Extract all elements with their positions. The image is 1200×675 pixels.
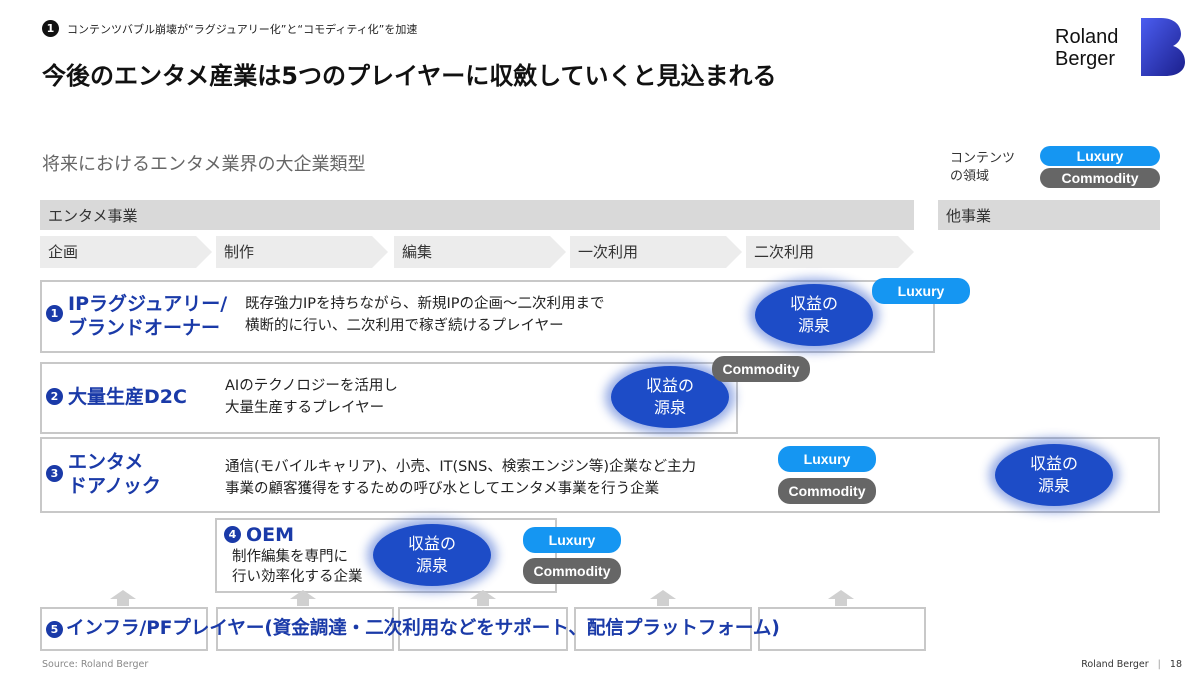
player-4-commodity-tag: Commodity [523,558,621,584]
player-3-revenue-source: 収益の源泉 [995,444,1113,506]
player-4-luxury-tag: Luxury [523,527,621,553]
player-5-number: 5 [46,621,63,638]
player-3-box [40,437,1160,513]
logo-b-mark-icon [1141,18,1185,76]
legend-commodity-pill: Commodity [1040,168,1160,188]
breadcrumb: コンテンツバブル崩壊が“ラグジュアリー化”と“コモディティ化”を加速 [67,22,418,36]
legend-label: コンテンツ の領域 [950,151,1016,184]
source-note: Source: Roland Berger [42,659,149,670]
infra-segment [758,607,926,651]
stage-editing: 編集 [394,236,566,268]
player-4-name: OEM [246,524,295,546]
page-number: 18 [1169,659,1182,670]
player-4-revenue-source: 収益の源泉 [373,524,491,586]
player-2-commodity-tag: Commodity [712,356,810,382]
up-arrow-icon [828,590,854,606]
up-arrow-icon [110,590,136,606]
section-header: 1 コンテンツバブル崩壊が“ラグジュアリー化”と“コモディティ化”を加速 [42,20,417,37]
player-1-number: 1 [46,305,63,322]
stage-planning: 企画 [40,236,212,268]
legend-luxury-pill: Luxury [1040,146,1160,166]
player-3-number: 3 [46,465,63,482]
section-number-badge: 1 [42,20,59,37]
infra-segment [398,607,568,651]
player-2-revenue-source: 収益の源泉 [611,366,729,428]
player-1-luxury-tag: Luxury [872,278,970,304]
entertainment-business-bar: エンタメ事業 [40,200,914,230]
player-4-description: 制作編集を専門に 行い効率化する企業 [232,549,363,585]
up-arrow-icon [290,590,316,606]
stage-primary-use: 一次利用 [570,236,742,268]
stage-secondary-use: 二次利用 [746,236,914,268]
footer-brand: Roland Berger | 18 [1081,659,1182,670]
page-title: 今後のエンタメ産業は5つのプレイヤーに収斂していくと見込まれる [42,62,777,90]
diagram-subtitle: 将来におけるエンタメ業界の大企業類型 [42,154,366,175]
infra-segment [574,607,752,651]
up-arrow-icon [470,590,496,606]
player-4-number: 4 [224,526,241,543]
player-3-luxury-tag: Luxury [778,446,876,472]
player-3-name: エンタメ ドアノック [68,451,161,497]
logo-text: Roland Berger [1055,26,1119,70]
player-2-description: AIのテクノロジーを活用し 大量生産するプレイヤー [225,378,398,416]
infra-segment [40,607,208,651]
player-3-commodity-tag: Commodity [778,478,876,504]
player-1-name: IPラグジュアリー/ ブランドオーナー [68,293,228,339]
player-2-name: 大量生産D2C [68,386,187,408]
infra-segment [216,607,394,651]
other-business-bar: 他事業 [938,200,1160,230]
player-2-number: 2 [46,388,63,405]
player-5-name: インフラ/PFプレイヤー(資金調達・二次利用などをサポート、配信プラットフォーム… [66,618,780,639]
player-3-description: 通信(モバイルキャリア)、小売、IT(SNS、検索エンジン等)企業など主力 事業… [225,459,697,497]
roland-berger-logo: Roland Berger [1055,18,1190,82]
player-1-description: 既存強力IPを持ちながら、新規IPの企画～二次利用まで 横断的に行い、二次利用で… [245,296,605,334]
up-arrow-icon [650,590,676,606]
player-1-revenue-source: 収益の源泉 [755,284,873,346]
stage-production: 制作 [216,236,388,268]
